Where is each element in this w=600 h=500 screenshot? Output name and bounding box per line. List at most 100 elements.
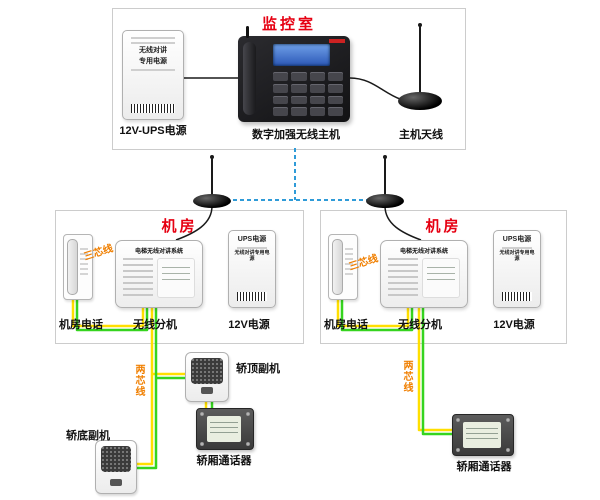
ups-detail-line xyxy=(131,69,175,72)
wire-green-right-phone-to-ext xyxy=(340,298,414,332)
left-power-face-text-1: UPS电源 xyxy=(237,236,267,243)
host-key xyxy=(327,72,343,81)
host-screen xyxy=(273,44,330,66)
host-key xyxy=(327,95,343,105)
left-extension-face-text: 电梯无线对讲系统 xyxy=(134,249,183,255)
right-phone-keypad xyxy=(345,247,353,275)
left-room-phone-device xyxy=(63,234,93,300)
plate-line xyxy=(466,438,498,439)
car-intercom-left-device xyxy=(196,408,254,450)
intercom-label-plate xyxy=(463,422,501,448)
main-antenna-rod xyxy=(418,23,422,94)
speaker-button xyxy=(110,479,122,486)
screw-icon xyxy=(246,412,250,416)
host-key xyxy=(327,83,343,93)
wire-yellow-left-riser xyxy=(136,306,154,466)
host-key xyxy=(309,72,325,81)
host-key xyxy=(273,95,289,105)
left-phone-handset xyxy=(67,239,78,295)
panel-line xyxy=(162,267,190,268)
screw-icon xyxy=(456,448,460,452)
car-bottom-speaker-label: 轿底副机 xyxy=(66,430,110,442)
right-room-antenna-base xyxy=(366,194,404,208)
speaker-grille xyxy=(101,446,131,472)
left-room-extension-label: 无线分机 xyxy=(133,319,177,331)
host-brand-mark xyxy=(329,39,345,43)
host-antenna-stub xyxy=(246,26,249,38)
ups-detail-line xyxy=(131,37,175,39)
ups-face-text-1: 无线对讲 xyxy=(139,47,167,54)
ups-barcode xyxy=(131,104,175,113)
right-2core-wire-label: 两芯线 xyxy=(401,360,412,393)
host-key xyxy=(273,72,289,81)
right-power-face-text-1: UPS电源 xyxy=(502,236,532,243)
screw-icon xyxy=(200,412,204,416)
right-power-face-text-2: 无线对讲专用电源 xyxy=(499,250,535,262)
machine-room-left-title: 机房 xyxy=(161,218,198,235)
left-room-phone-label: 机房电话 xyxy=(59,319,103,331)
car-top-speaker-device xyxy=(185,352,229,402)
speaker-grille xyxy=(191,358,223,384)
car-bottom-speaker-device xyxy=(95,440,137,494)
plate-line xyxy=(466,433,498,434)
host-key xyxy=(291,83,307,93)
host-label: 数字加强无线主机 xyxy=(252,129,340,141)
ups-label: 12V-UPS电源 xyxy=(119,125,187,137)
right-room-phone-label: 机房电话 xyxy=(324,319,368,331)
screw-icon xyxy=(506,418,510,422)
cable-left-antenna-to-extension xyxy=(175,205,213,241)
right-room-phone-device xyxy=(328,234,358,300)
host-key xyxy=(273,83,289,93)
right-extension-panel xyxy=(422,258,460,298)
right-room-antenna-rod xyxy=(383,155,387,196)
main-antenna-base xyxy=(398,92,442,110)
cable-right-antenna-to-extension xyxy=(384,205,422,241)
host-key xyxy=(291,72,307,81)
plate-line xyxy=(466,428,498,429)
left-phone-keypad xyxy=(80,247,88,275)
screw-icon xyxy=(200,442,204,446)
wire-yellow-right-phone-to-ext xyxy=(336,298,410,328)
screw-icon xyxy=(506,448,510,452)
panel-line xyxy=(427,273,455,274)
panel-line xyxy=(162,273,190,274)
car-intercom-right-label: 轿厢通话器 xyxy=(456,461,512,473)
screw-icon xyxy=(246,442,250,446)
screw-icon xyxy=(456,418,460,422)
main-antenna-label: 主机天线 xyxy=(399,129,443,141)
plate-line xyxy=(210,432,238,433)
right-extension-face-text: 电梯无线对讲系统 xyxy=(399,249,448,255)
host-key xyxy=(309,83,325,93)
panel-line xyxy=(427,267,455,268)
wireless-host-device xyxy=(238,26,350,122)
left-room-power-label: 12V电源 xyxy=(228,319,270,331)
right-room-power-label: 12V电源 xyxy=(493,319,535,331)
wire-green-left-phone-to-ext xyxy=(75,298,149,332)
left-room-antenna-rod xyxy=(210,155,214,196)
panel-line xyxy=(427,279,455,280)
left-2core-wire-label: 两芯线 xyxy=(133,364,144,397)
host-keypad xyxy=(273,72,343,116)
left-room-antenna-base xyxy=(193,194,231,208)
intercom-label-plate xyxy=(207,416,241,442)
host-key xyxy=(291,95,307,105)
right-extension-vents xyxy=(388,258,418,298)
left-extension-panel xyxy=(157,258,195,298)
car-intercom-right-device xyxy=(452,414,514,456)
ups-detail-line xyxy=(131,42,175,44)
cable-host-to-antenna xyxy=(349,77,401,100)
ups-power-device: 无线对讲 专用电源 xyxy=(122,30,184,120)
right-room-extension-label: 无线分机 xyxy=(398,319,442,331)
right-phone-handset xyxy=(332,239,343,295)
right-room-extension-device: 电梯无线对讲系统 xyxy=(380,240,468,308)
host-key xyxy=(309,107,325,116)
wire-yellow-right-riser xyxy=(417,306,452,432)
plate-line xyxy=(210,427,238,428)
host-key xyxy=(309,95,325,105)
car-intercom-left-label: 轿厢通话器 xyxy=(196,455,252,467)
machine-room-right-title: 机房 xyxy=(425,218,462,235)
host-key xyxy=(291,107,307,116)
monitor-room-title: 监控室 xyxy=(261,16,316,33)
